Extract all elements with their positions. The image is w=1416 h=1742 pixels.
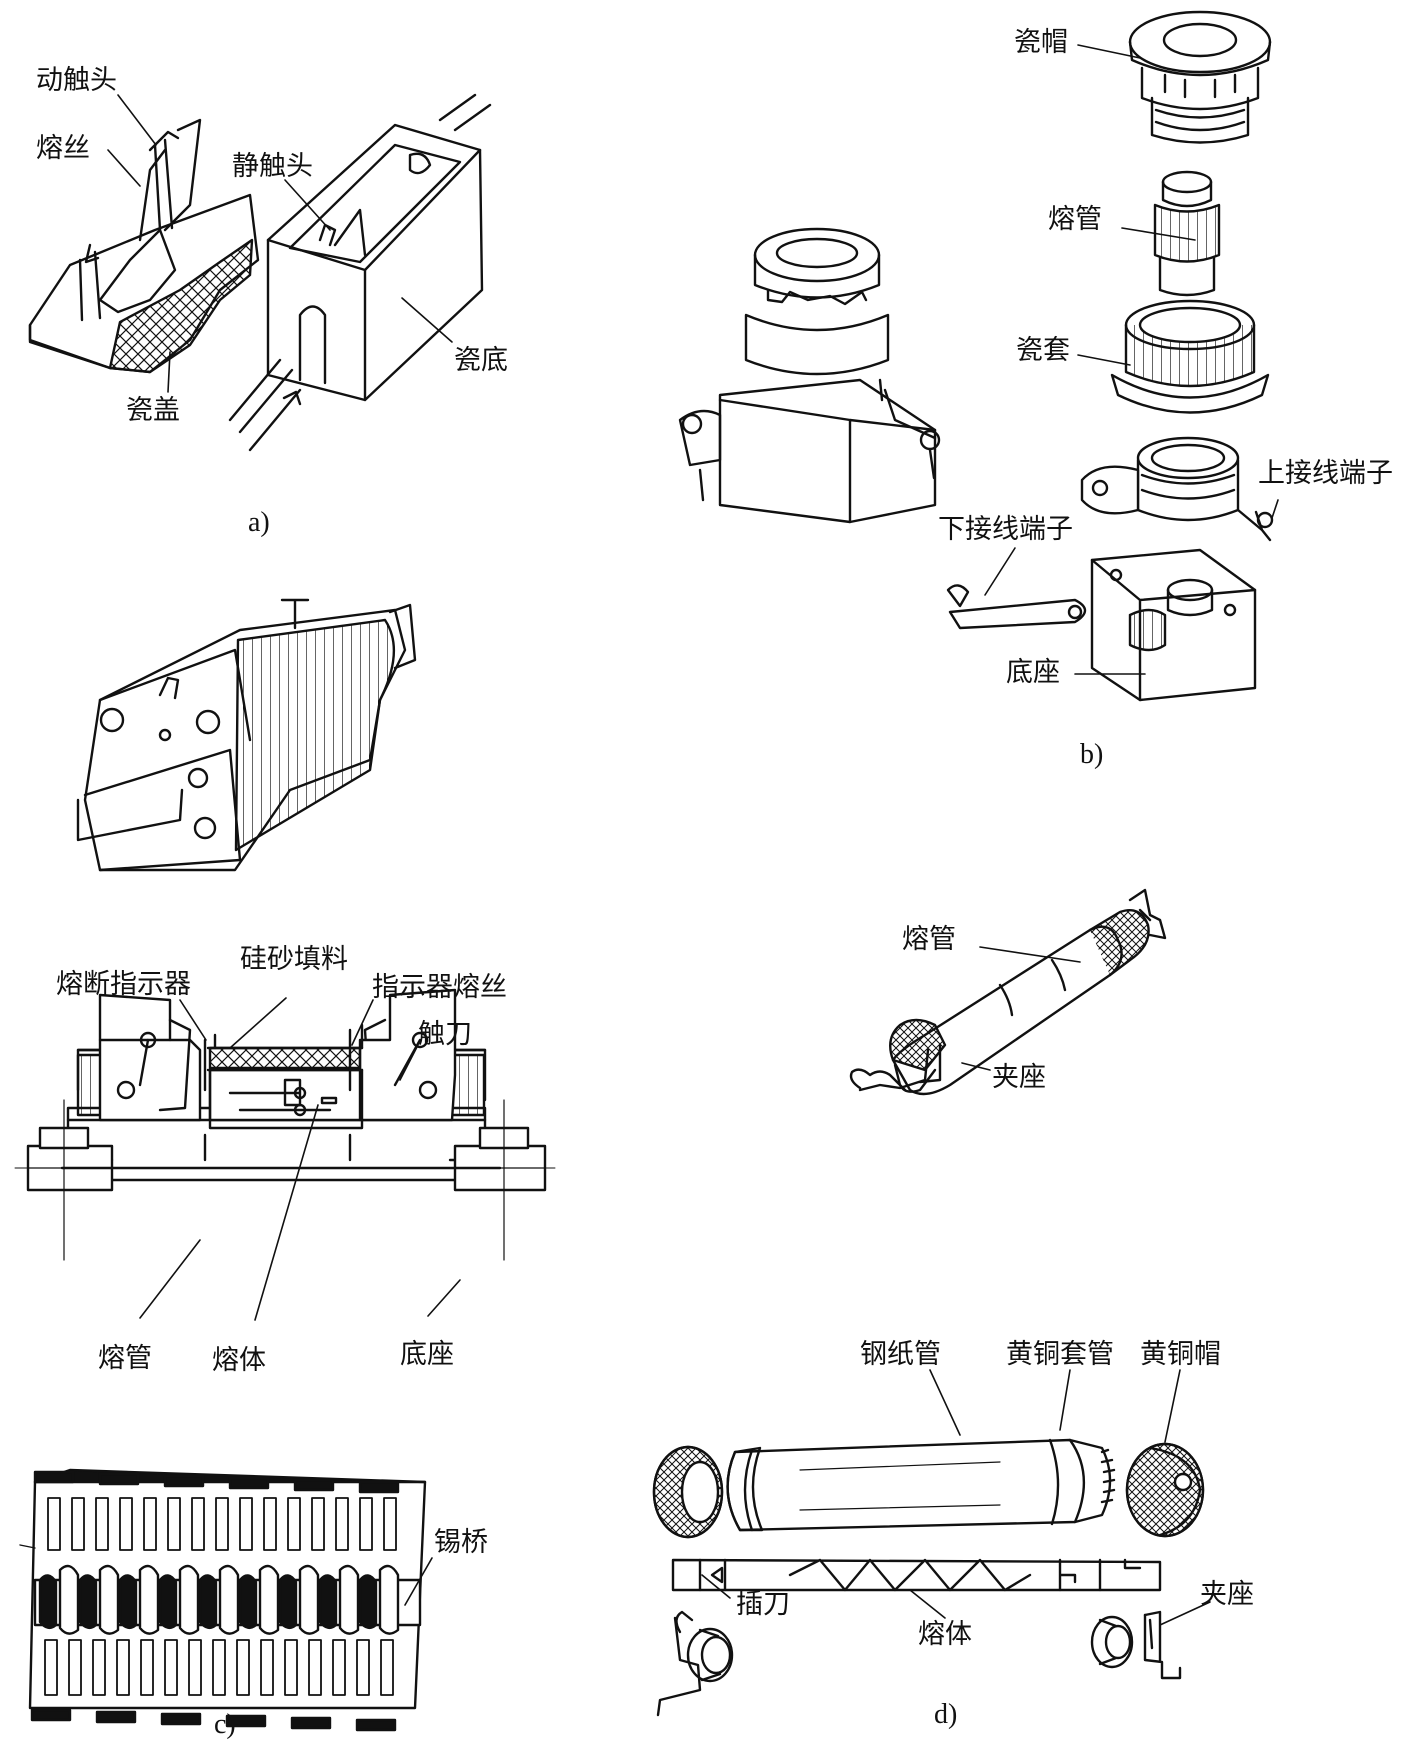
label-clip-seat: 夹座 [1200, 1579, 1254, 1610]
panel-a-drawing [28, 93, 492, 452]
label-fuse-wire: 熔丝 [36, 133, 90, 164]
label-lower-terminal: 下接线端子 [938, 514, 1073, 545]
panel-d-cartridge-fuse-drawing [849, 888, 1167, 1096]
panel-c-fuse-element-drawing [19, 1468, 427, 1732]
label-tin-bridge: 锡桥 [434, 1527, 488, 1558]
porcelain-base-illustration [228, 93, 492, 452]
label-fuse-tube-d: 熔管 [902, 924, 956, 955]
caption-d: d) [934, 1699, 958, 1730]
label-brass-sleeve: 黄铜套管 [1006, 1339, 1114, 1370]
tin-bridge-row [33, 1564, 422, 1635]
label-clip-seat-top: 夹座 [992, 1062, 1046, 1093]
panel-c-filled-fuse-leaders [139, 997, 461, 1321]
label-upper-terminal: 上接线端子 [1258, 458, 1393, 489]
caption-b: b) [1080, 739, 1104, 770]
exploded-screw-fuse-illustration [946, 10, 1274, 702]
label-porcelain-cap: 瓷帽 [1014, 27, 1068, 58]
panel-d-cartridge-fuse-leaders [961, 946, 1081, 1071]
label-fuse-element-d: 熔体 [918, 1619, 972, 1650]
panel-d-exploded-fuse-drawing [652, 1438, 1205, 1717]
label-porcelain-sleeve: 瓷套 [1016, 335, 1070, 366]
panel-b-leaders [984, 44, 1279, 675]
label-moving-contact: 动触头 [36, 65, 117, 96]
panel-c-fuse-element-leader [404, 1557, 433, 1606]
label-base-c: 底座 [400, 1339, 454, 1370]
label-contact-blade: 触刀 [418, 1019, 472, 1050]
label-fiber-tube: 钢纸管 [860, 1339, 941, 1370]
assembled-screw-fuse-illustration [678, 227, 941, 524]
label-porcelain-cover: 瓷盖 [126, 395, 180, 426]
label-static-contact: 静触头 [232, 151, 313, 182]
label-brass-cap: 黄铜帽 [1140, 1339, 1221, 1370]
caption-c: c) [214, 1709, 236, 1740]
panel-a-leaders [107, 94, 453, 393]
caption-a: a) [248, 507, 270, 538]
label-base-b: 底座 [1006, 657, 1060, 688]
panel-c-busbar-fuse-drawing [76, 598, 417, 872]
label-quartz-sand: 硅砂填料 [240, 944, 348, 975]
label-blade: 插刀 [736, 1589, 790, 1620]
label-fuse-tube-b: 熔管 [1048, 204, 1102, 235]
label-indicator-wire: 指示器熔丝 [372, 972, 507, 1003]
label-fuse-tube-c: 熔管 [98, 1343, 152, 1374]
label-fuse-element-c: 熔体 [212, 1345, 266, 1376]
label-blow-indicator: 熔断指示器 [56, 969, 191, 1000]
label-porcelain-base: 瓷底 [454, 345, 508, 376]
panel-b-drawing [678, 10, 1279, 702]
panel-d-exploded-fuse-leaders [701, 1369, 1211, 1626]
